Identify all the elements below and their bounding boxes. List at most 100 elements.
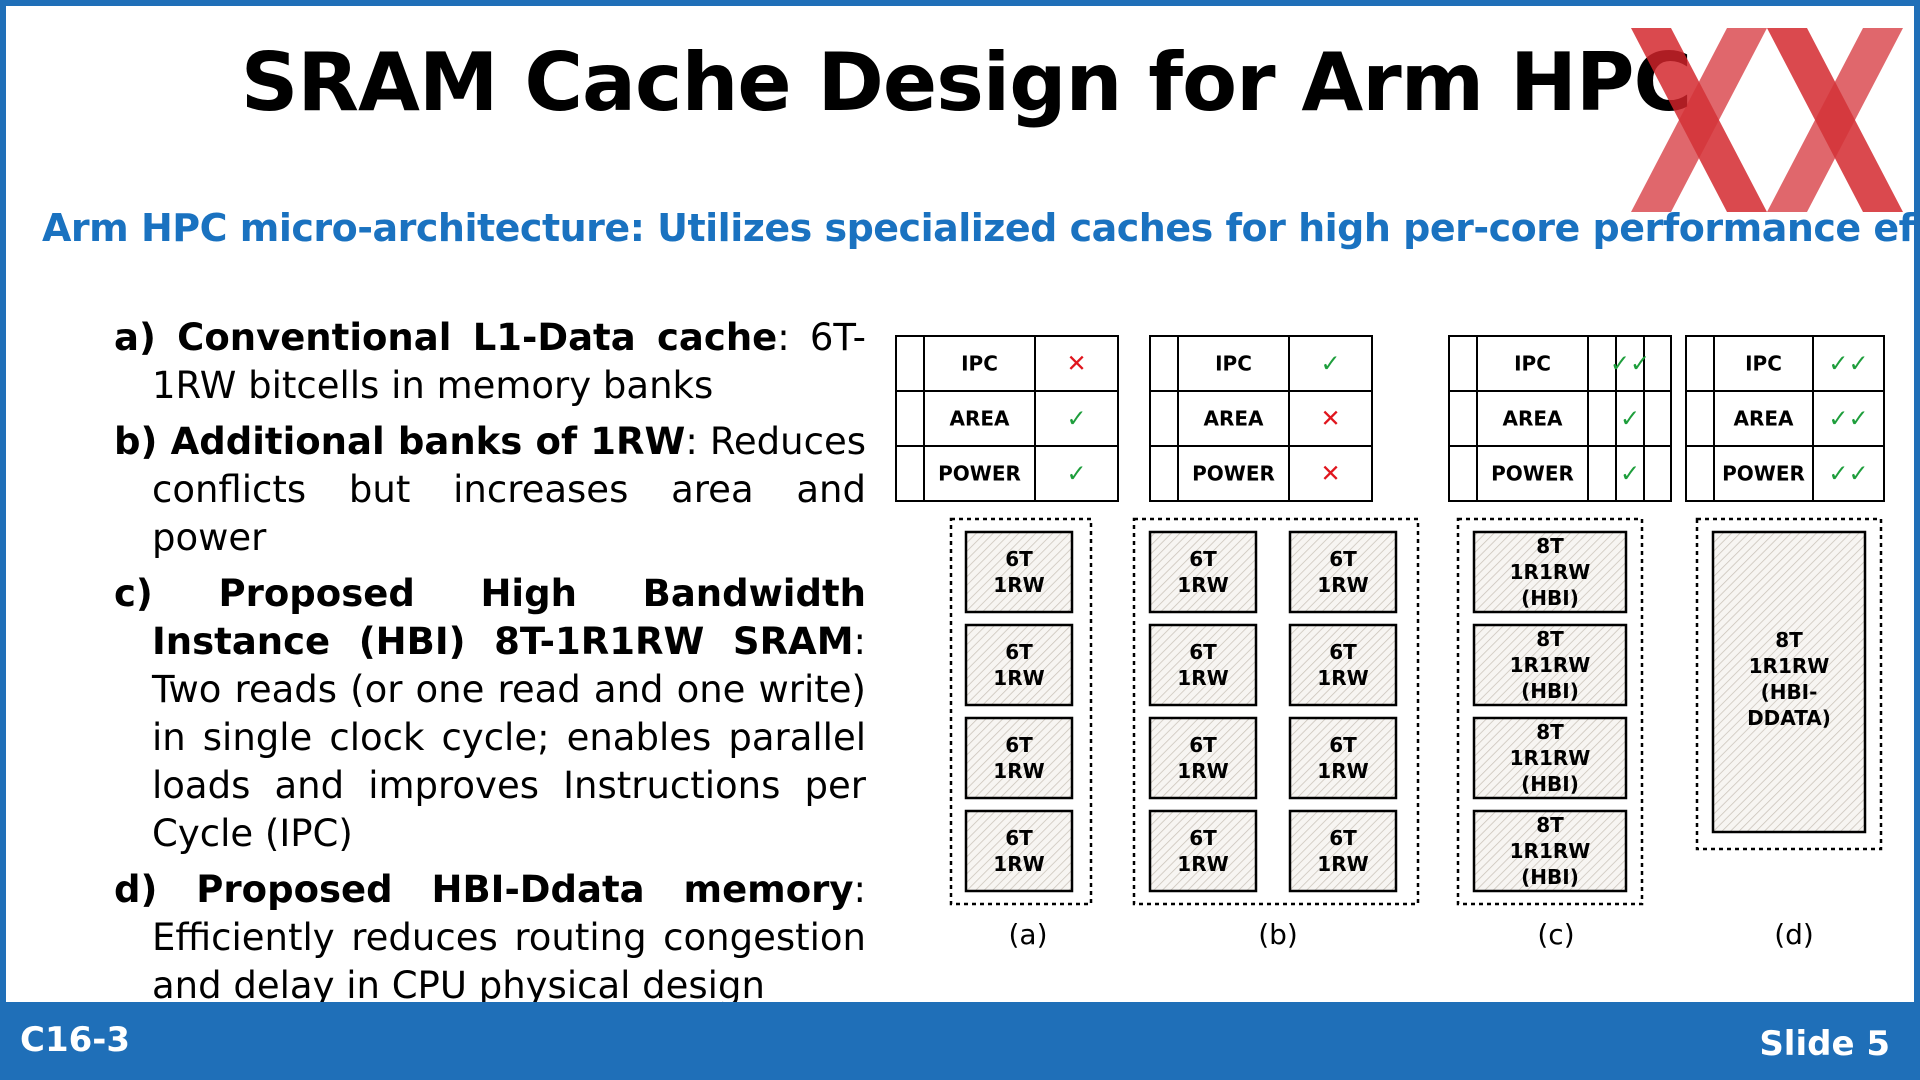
bank-label: 6T [1189, 826, 1217, 850]
cross-icon: ✕ [1320, 405, 1340, 433]
memory-bank [964, 716, 1074, 800]
memory-bank [1148, 623, 1258, 707]
check-icon: ✓✓ [1828, 350, 1868, 378]
check-icon: ✓✓ [1828, 405, 1868, 433]
metric-label: IPC [961, 352, 998, 376]
bank-label: 6T [1329, 547, 1357, 571]
bank-label: (HBI- [1761, 680, 1818, 704]
slide-number: Slide 5 [1759, 1024, 1890, 1064]
memory-bank [964, 623, 1074, 707]
bank-label: 1R1RW [1510, 653, 1591, 677]
cross-icon: ✕ [1320, 460, 1340, 488]
metric-label: AREA [1502, 407, 1563, 431]
bank-label: (HBI) [1521, 865, 1579, 889]
check-icon: ✓✓ [1610, 350, 1650, 378]
memory-bank [1288, 716, 1398, 800]
bank-label: 6T [1005, 733, 1033, 757]
bullet-text: : Efficiently reduces routing congestion… [152, 868, 866, 1007]
bank-label: (HBI) [1521, 772, 1579, 796]
metric-label: POWER [1192, 462, 1275, 486]
memory-bank [1288, 530, 1398, 614]
bank-label: 1RW [1177, 759, 1228, 783]
bank-label: 1RW [993, 759, 1044, 783]
memory-bank [1472, 809, 1628, 893]
bank-label: 1RW [993, 573, 1044, 597]
bullet-label: c) Proposed High Bandwidth Instance (HBI… [114, 572, 866, 663]
bank-label: 8T [1775, 628, 1803, 652]
bullet-list: a) Conventional L1-Data cache: 6T-1RW bi… [114, 314, 866, 1018]
bank-label: 1RW [1177, 573, 1228, 597]
memory-bank [1711, 530, 1867, 834]
slide-title: SRAM Cache Design for Arm HPC [240, 36, 1693, 129]
bank-label: 1RW [1317, 573, 1368, 597]
bank-label: 1R1RW [1749, 654, 1830, 678]
bullet-item: d) Proposed HBI-Ddata memory: Efficientl… [114, 866, 866, 1010]
bank-group [1456, 517, 1644, 906]
config-caption: (a) [1008, 918, 1047, 951]
cache-config-diagram: IPC✕AREA✓POWER✓6T1RW6T1RW6T1RW6T1RW(a)IP… [895, 335, 1885, 951]
metric-label: POWER [1722, 462, 1805, 486]
bullet-item: a) Conventional L1-Data cache: 6T-1RW bi… [114, 314, 866, 410]
bank-label: 1RW [993, 852, 1044, 876]
memory-bank [964, 530, 1074, 614]
memory-bank [1472, 623, 1628, 707]
memory-bank [1472, 716, 1628, 800]
metric-label: AREA [949, 407, 1010, 431]
session-code: C16-3 [20, 1020, 131, 1060]
metric-label: POWER [938, 462, 1021, 486]
check-icon: ✓ [1066, 405, 1086, 433]
bank-label: 1RW [1317, 852, 1368, 876]
check-icon: ✓✓ [1828, 460, 1868, 488]
bullet-label: a) Conventional L1-Data cache [114, 316, 778, 359]
bank-label: 1R1RW [1510, 746, 1591, 770]
cross-icon: ✕ [1066, 350, 1086, 378]
check-icon: ✓ [1620, 460, 1640, 488]
metric-label: POWER [1491, 462, 1574, 486]
bank-group [1132, 517, 1420, 906]
bank-label: 8T [1536, 813, 1564, 837]
bullet-label: b) Additional banks of 1RW [114, 420, 686, 463]
metric-label: AREA [1203, 407, 1264, 431]
config-caption: (b) [1258, 918, 1298, 951]
metric-label: IPC [1514, 352, 1551, 376]
metric-table [895, 335, 1119, 502]
footer-bar: C16-3 Slide 5 [6, 1002, 1914, 1080]
bank-label: 1RW [1177, 852, 1228, 876]
memory-bank [1288, 809, 1398, 893]
bank-label: 6T [1329, 733, 1357, 757]
bank-label: (HBI) [1521, 679, 1579, 703]
bank-group [949, 517, 1093, 906]
subtitle: Arm HPC micro-architecture: Utilizes spe… [42, 206, 1920, 250]
bank-label: 6T [1189, 640, 1217, 664]
memory-bank [1288, 623, 1398, 707]
bank-label: (HBI) [1521, 586, 1579, 610]
bank-label: 8T [1536, 534, 1564, 558]
bullet-text: : 6T-1RW bitcells in memory banks [152, 316, 866, 407]
check-icon: ✓ [1066, 460, 1086, 488]
bank-label: 6T [1329, 826, 1357, 850]
metric-table [1685, 335, 1885, 502]
memory-bank [1148, 809, 1258, 893]
bullet-text: : Reduces conflicts but increases area a… [152, 420, 867, 559]
bank-label: 6T [1189, 733, 1217, 757]
bank-group [1695, 517, 1883, 851]
memory-bank [1148, 716, 1258, 800]
memory-bank [1148, 530, 1258, 614]
logo-icon [1631, 28, 1903, 212]
bank-label: 6T [1005, 826, 1033, 850]
bank-label: 1RW [993, 666, 1044, 690]
metric-table [1448, 335, 1672, 502]
check-icon: ✓ [1620, 405, 1640, 433]
bank-label: 1R1RW [1510, 560, 1591, 584]
metric-label: IPC [1745, 352, 1782, 376]
bank-label: 1RW [1317, 666, 1368, 690]
metric-label: AREA [1733, 407, 1794, 431]
bank-label: 1R1RW [1510, 839, 1591, 863]
bullet-item: c) Proposed High Bandwidth Instance (HBI… [114, 570, 866, 858]
bank-label: 6T [1329, 640, 1357, 664]
bank-label: DDATA) [1747, 706, 1831, 730]
bullet-label: d) Proposed HBI-Ddata memory [114, 868, 854, 911]
bank-label: 8T [1536, 627, 1564, 651]
bank-label: 1RW [1317, 759, 1368, 783]
